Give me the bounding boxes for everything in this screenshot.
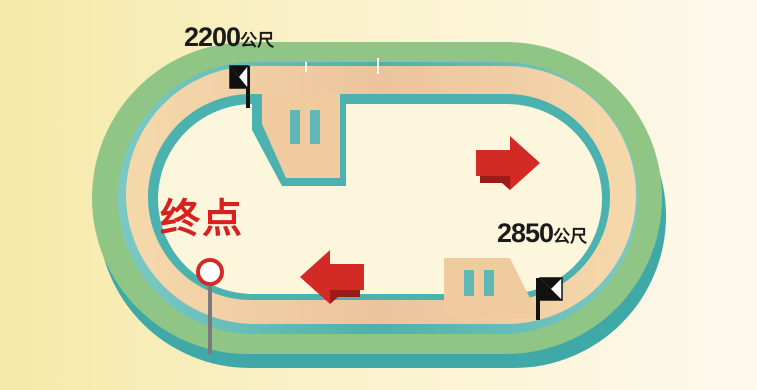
finish-post-icon xyxy=(196,258,224,354)
start-flag-icon xyxy=(536,277,563,320)
start-flag-icon xyxy=(229,65,250,108)
distance-label-2200: 2200公尺 xyxy=(184,22,274,53)
direction-arrow-icon xyxy=(300,250,364,304)
right-chute xyxy=(444,258,540,318)
distance-unit: 公尺 xyxy=(240,31,275,50)
distance-unit: 公尺 xyxy=(553,227,588,246)
direction-arrow-icon xyxy=(476,136,540,190)
finish-label: 终点 xyxy=(160,196,244,242)
distance-label-2850: 2850公尺 xyxy=(497,218,587,249)
distance-value: 2200 xyxy=(184,22,241,52)
top-chute xyxy=(252,58,379,186)
distance-value: 2850 xyxy=(497,218,554,248)
